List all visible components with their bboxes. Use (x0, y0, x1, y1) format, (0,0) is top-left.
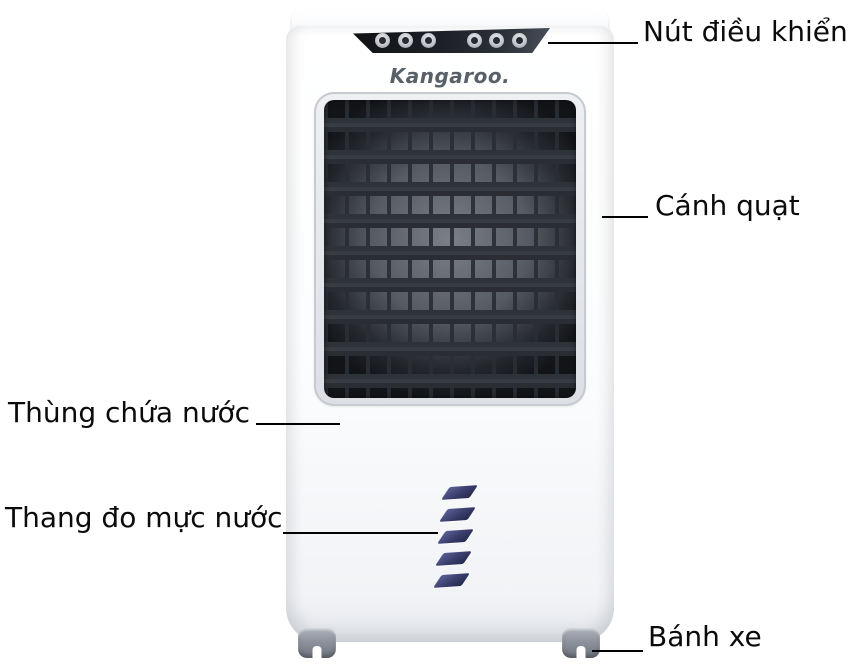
brand-logo: Kangaroo. (389, 64, 511, 88)
callout-line-wheel (592, 650, 643, 652)
fan-speed-icon (512, 33, 527, 48)
water-level-segment (433, 573, 470, 588)
water-level-segment (441, 485, 478, 500)
power-icon (375, 33, 390, 48)
cool-icon (467, 33, 482, 48)
water-level-segment (435, 551, 472, 566)
timer-icon (421, 33, 436, 48)
water-level-segment (439, 507, 476, 522)
water-level-segment (437, 529, 474, 544)
callout-label-fan-blade: Cánh quạt (655, 189, 800, 222)
callout-label-water-level-gauge: Thang đo mực nước (5, 501, 283, 534)
callout-line-control-panel (548, 42, 638, 44)
caster-wheel-left (298, 628, 336, 658)
humidify-icon (489, 33, 504, 48)
caster-wheel-right (562, 628, 600, 658)
water-level-gauge (433, 485, 478, 602)
callout-line-water-level-gauge (283, 532, 438, 534)
callout-line-water-tank (256, 423, 340, 425)
callout-label-wheel: Bánh xe (648, 620, 762, 653)
callout-line-fan-blade (602, 216, 648, 218)
fan-grille (324, 100, 576, 398)
swing-icon (398, 33, 413, 48)
callout-label-water-tank: Thùng chứa nước (8, 396, 250, 429)
callout-label-control-panel: Nút điều khiển (643, 15, 848, 48)
